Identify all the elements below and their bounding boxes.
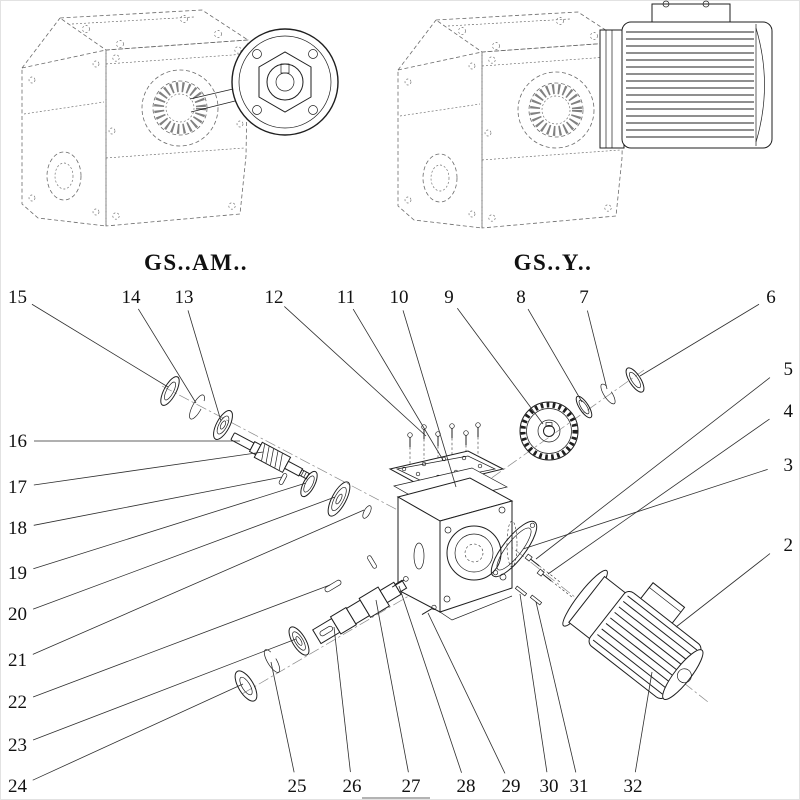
- model-label-gs-y: GS..Y..: [514, 250, 593, 275]
- part-spacer-ring: [362, 505, 372, 519]
- assembly-gs-y: [398, 0, 773, 228]
- part-seal-washer: [234, 670, 258, 702]
- part-worm-shaft: [230, 432, 310, 480]
- part-snap-ring-shaft: [263, 649, 281, 673]
- part-bolt-b: [536, 568, 572, 598]
- leader-line-31: [535, 601, 577, 773]
- leader-line-6: [639, 303, 760, 377]
- part-bolt-a: [524, 553, 560, 583]
- leader-line-14: [137, 308, 197, 404]
- leader-line-20: [32, 496, 336, 610]
- part-number-8: 8: [516, 287, 526, 308]
- part-number-10: 10: [390, 287, 409, 308]
- leader-line-19: [33, 482, 307, 570]
- part-number-21: 21: [8, 650, 27, 671]
- part-snap-ring-input: [189, 394, 205, 420]
- part-cover-screws: [407, 422, 481, 467]
- part-number-23: 23: [8, 735, 27, 756]
- part-number-5: 5: [784, 359, 794, 380]
- part-output-shaft: [312, 579, 408, 645]
- leader-line-29: [427, 612, 506, 774]
- part-number-30: 30: [540, 776, 559, 797]
- leader-line-12: [284, 306, 427, 437]
- leader-line-28: [398, 585, 462, 773]
- part-number-25: 25: [288, 776, 307, 797]
- part-number-2: 2: [784, 535, 794, 556]
- part-motor-flange-ring: [490, 520, 538, 578]
- part-number-28: 28: [457, 776, 476, 797]
- part-number-3: 3: [784, 455, 794, 476]
- part-key-input: [278, 473, 288, 485]
- assembly-gs-am: [22, 10, 339, 226]
- part-bearing-2: [300, 470, 318, 498]
- flange-assembled: [189, 28, 339, 136]
- leader-line-32: [634, 671, 653, 773]
- leader-line-25: [270, 661, 295, 773]
- part-oil-seal-gear: [625, 367, 645, 393]
- part-number-18: 18: [8, 518, 27, 539]
- part-stud-b: [529, 594, 543, 606]
- part-motor: [562, 569, 704, 700]
- leader-line-3: [522, 468, 768, 550]
- part-screw-b: [421, 604, 437, 616]
- leader-lines-layer: [31, 303, 771, 781]
- part-number-15: 15: [8, 287, 27, 308]
- part-number-27: 27: [402, 776, 421, 797]
- part-key-output: [324, 579, 342, 593]
- part-snap-ring-gear: [600, 383, 616, 405]
- part-number-32: 32: [624, 776, 643, 797]
- part-worm-wheel-gear: [519, 401, 579, 461]
- part-number-12: 12: [265, 287, 284, 308]
- part-number-11: 11: [337, 287, 355, 308]
- part-number-16: 16: [8, 431, 27, 452]
- leader-line-17: [33, 451, 264, 486]
- part-number-14: 14: [122, 287, 142, 308]
- part-number-9: 9: [444, 287, 454, 308]
- leader-line-8: [527, 308, 583, 403]
- part-washer-disc: [327, 481, 351, 517]
- part-bearing-input: [213, 410, 233, 440]
- part-number-6: 6: [766, 287, 776, 308]
- part-number-13: 13: [175, 287, 194, 308]
- leader-line-4: [547, 418, 770, 575]
- leader-line-23: [32, 638, 297, 741]
- part-number-17: 17: [8, 477, 27, 498]
- part-number-19: 19: [8, 563, 27, 584]
- leader-line-24: [32, 683, 244, 781]
- leader-line-5: [535, 377, 771, 560]
- part-number-24: 24: [8, 776, 28, 797]
- leader-line-22: [32, 584, 331, 698]
- part-number-26: 26: [343, 776, 362, 797]
- part-housing: [396, 477, 518, 621]
- leader-line-11: [352, 308, 444, 461]
- motor-assembled: [599, 0, 773, 149]
- leader-line-9: [457, 308, 544, 425]
- part-number-29: 29: [502, 776, 521, 797]
- exploded-view: [160, 367, 709, 703]
- part-number-20: 20: [8, 604, 27, 625]
- leader-line-18: [33, 476, 283, 526]
- leader-line-15: [31, 303, 169, 388]
- leader-line-27: [375, 599, 409, 773]
- leader-line-13: [187, 310, 222, 422]
- part-stud-a: [514, 585, 528, 597]
- part-bearing-output: [288, 626, 310, 656]
- part-number-7: 7: [579, 287, 589, 308]
- part-number-4: 4: [784, 401, 794, 422]
- part-number-22: 22: [8, 692, 27, 713]
- leader-line-10: [402, 310, 457, 488]
- part-oil-seal-input: [160, 376, 180, 406]
- leader-line-26: [333, 626, 351, 773]
- leader-line-7: [587, 310, 608, 390]
- part-screw-a: [391, 576, 409, 588]
- part-shim-washer: [575, 395, 593, 419]
- model-label-gs-am: GS..AM..: [144, 250, 248, 275]
- part-pin: [367, 555, 377, 569]
- leader-line-2: [675, 553, 771, 628]
- part-number-31: 31: [570, 776, 589, 797]
- leader-line-21: [32, 509, 365, 655]
- leader-line-30: [519, 593, 548, 773]
